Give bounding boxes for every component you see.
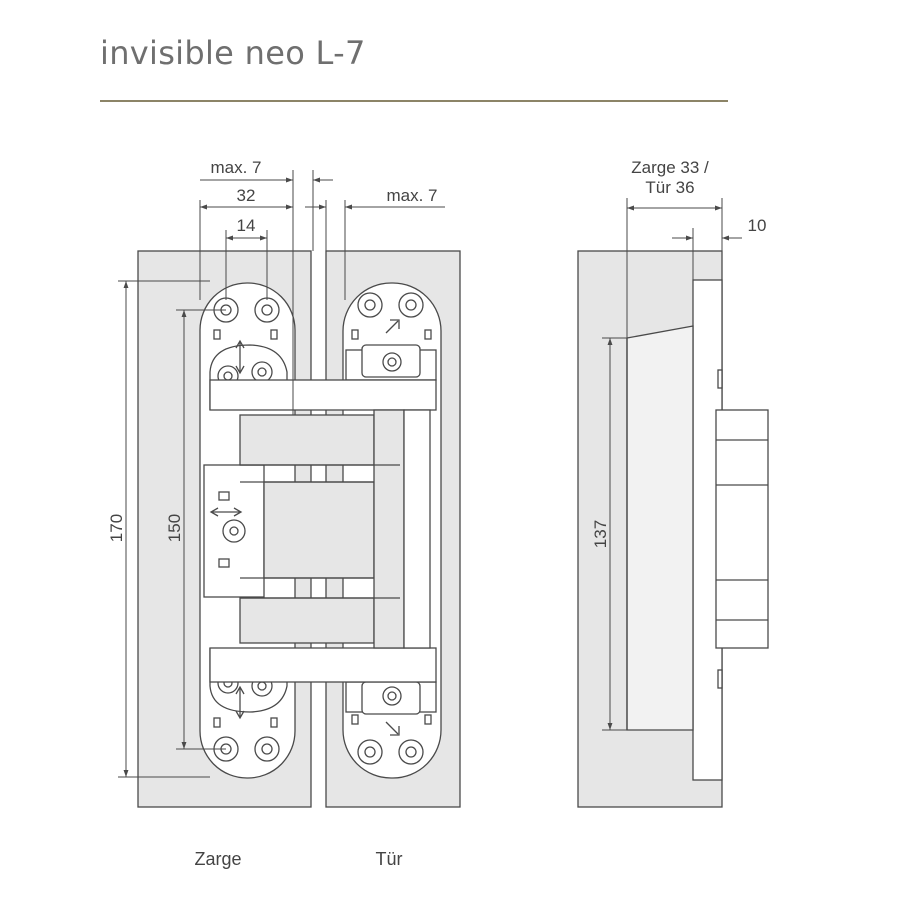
side-view [577,250,769,808]
title-divider [100,100,728,102]
dim-137: 137 [591,520,610,548]
dimension-lines [118,170,742,778]
dim-frame-door-line1: Zarge 33 / [631,158,709,177]
dim-32: 32 [237,186,256,205]
label-frame: Zarge [194,849,241,869]
dim-frame-door-line2: Tür 36 [645,178,694,197]
dim-max7-right: max. 7 [386,186,437,205]
dim-10: 10 [748,216,767,235]
dim-150: 150 [165,514,184,542]
diagonal-arrow-icon [385,319,400,334]
dim-170: 170 [107,514,126,542]
arrow-up-down-icon [235,685,245,720]
arrow-up-down-icon [235,339,245,375]
arrow-left-right-icon [209,507,243,517]
label-door: Tür [376,849,403,869]
hinge-arm [209,379,437,683]
diagonal-arrow-icon [385,721,400,736]
page-title: invisible neo L-7 [100,34,366,72]
dim-14: 14 [237,216,256,235]
dim-max7-left: max. 7 [210,158,261,177]
